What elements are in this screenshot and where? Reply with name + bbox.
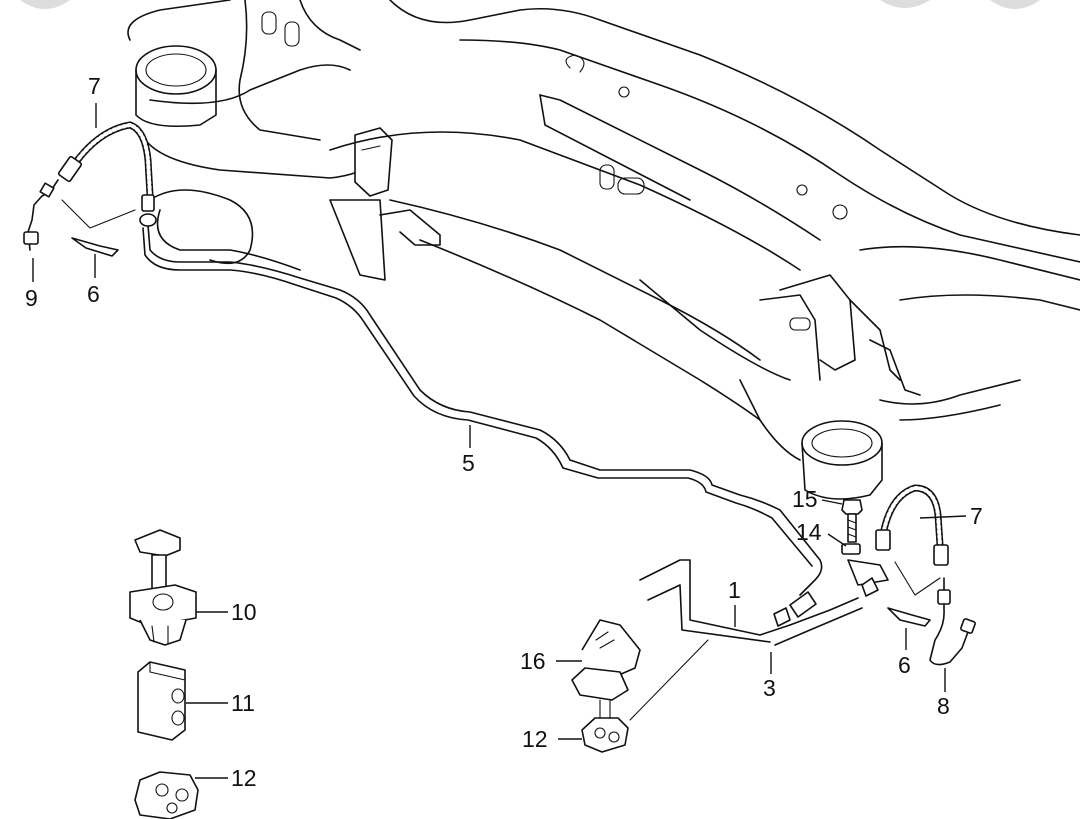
callout-12-left: 12 [231, 765, 257, 791]
brake-line-5 [142, 224, 823, 596]
callout-7-right: 7 [970, 503, 983, 529]
label-leaders [32, 103, 967, 779]
callout-8: 8 [937, 693, 950, 719]
callout-labels: 7 9 6 5 1 3 7 6 8 15 14 10 11 12 16 12 [25, 73, 983, 791]
right-hose-assembly [841, 484, 976, 666]
left-mount-cup [135, 45, 217, 95]
callout-3: 3 [763, 675, 776, 701]
callout-6-right: 6 [898, 652, 911, 678]
callout-11: 11 [231, 690, 255, 716]
callout-10: 10 [231, 599, 257, 625]
callout-12-center: 12 [522, 726, 548, 752]
left-hose-assembly [23, 121, 157, 257]
part-10-clip [129, 529, 197, 646]
top-corner-fragments [20, 0, 1040, 9]
part-11-block [137, 661, 186, 741]
callout-16: 16 [520, 648, 546, 674]
callout-5: 5 [462, 450, 475, 476]
callout-15: 15 [792, 486, 818, 512]
callout-7-left: 7 [88, 73, 101, 99]
part-12-grommet-left [134, 771, 199, 819]
subframe-drawing [127, 0, 1080, 500]
right-mount-cup [801, 420, 883, 466]
callout-6-left: 6 [87, 281, 100, 307]
callout-14: 14 [796, 519, 822, 545]
brake-lines-1-3 [639, 559, 863, 646]
part-16-bracket [571, 619, 641, 701]
part-12-grommet-center [581, 639, 709, 753]
callout-9: 9 [25, 285, 38, 311]
callout-1: 1 [728, 577, 741, 603]
